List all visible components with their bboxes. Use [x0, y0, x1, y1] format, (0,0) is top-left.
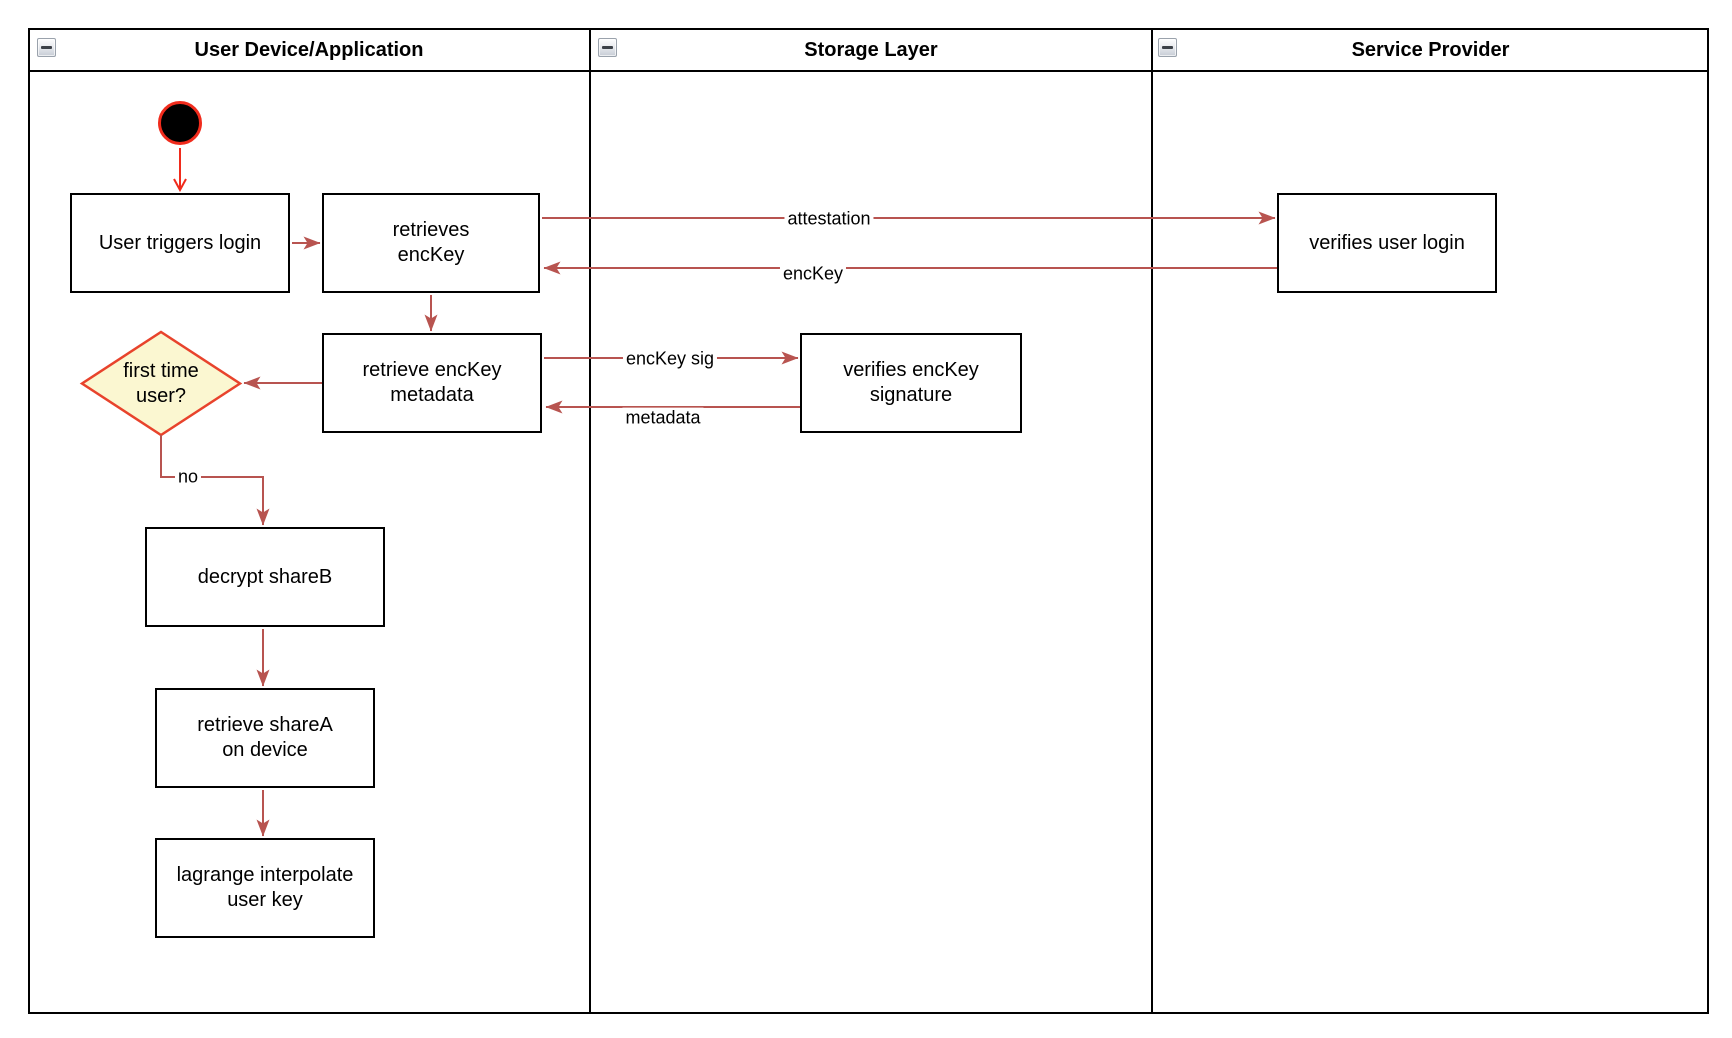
node-retrieves-enckey[interactable]: retrieves encKey — [322, 193, 540, 293]
node-decrypt-shareb[interactable]: decrypt shareB — [145, 527, 385, 627]
swimlane-title-user-device: User Device/Application — [194, 38, 424, 61]
lane-separator-2 — [1151, 28, 1153, 1014]
node-verifies-enckey-signature[interactable]: verifies encKey signature — [800, 333, 1022, 433]
edge-label-attestation: attestation — [784, 208, 874, 230]
minus-icon — [1162, 46, 1173, 49]
edge-label-enckey-sig: encKey sig — [622, 348, 718, 370]
pool-border — [28, 28, 1709, 1014]
collapse-button-service-provider[interactable] — [1158, 38, 1177, 57]
node-user-triggers-login[interactable]: User triggers login — [70, 193, 290, 293]
node-lagrange-interpolate[interactable]: lagrange interpolate user key — [155, 838, 375, 938]
collapse-button-user-device[interactable] — [37, 38, 56, 57]
collapse-button-storage-layer[interactable] — [598, 38, 617, 57]
node-retrieve-sharea[interactable]: retrieve shareA on device — [155, 688, 375, 788]
edge-label-no: no — [174, 466, 202, 488]
edge-label-metadata: metadata — [622, 407, 704, 429]
lane-header-divider — [28, 70, 1709, 72]
lane-separator-1 — [589, 28, 591, 1014]
swimlane-title-service-provider: Service Provider — [1351, 38, 1510, 61]
decision-label: first time user? — [123, 359, 199, 407]
node-retrieve-enckey-metadata[interactable]: retrieve encKey metadata — [322, 333, 542, 433]
swimlane-title-storage-layer: Storage Layer — [804, 38, 938, 61]
edge-label-enckey: encKey — [779, 263, 847, 285]
node-verifies-user-login[interactable]: verifies user login — [1277, 193, 1497, 293]
minus-icon — [602, 46, 613, 49]
minus-icon — [41, 46, 52, 49]
start-node[interactable] — [158, 101, 202, 145]
